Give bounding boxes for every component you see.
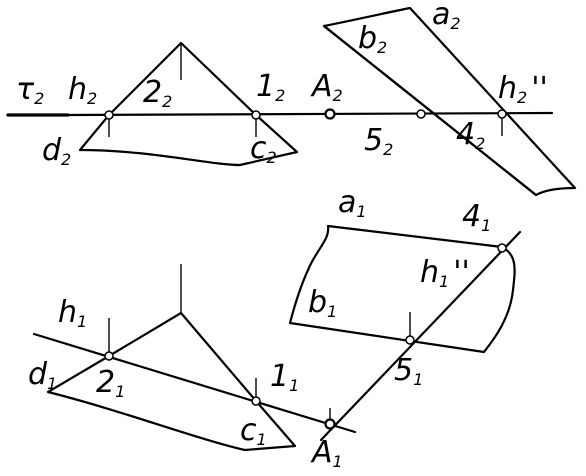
- label-a1: a1: [338, 185, 367, 221]
- point-h2pp: [497, 109, 507, 119]
- label-A2: A2: [310, 69, 343, 105]
- label-4-2: 42: [456, 117, 485, 153]
- plane-strip-outline: [322, 6, 577, 197]
- label-5-2: 52: [364, 123, 393, 159]
- point-5-1: [405, 335, 415, 345]
- point-h2: [104, 110, 114, 120]
- contour-d1-c1: [46, 354, 297, 452]
- label-h2: h2: [68, 72, 97, 108]
- h1-line: [32, 332, 357, 434]
- label-1-2: 12: [256, 69, 285, 105]
- label-a2: a2: [432, 0, 461, 33]
- label-2-2: 22: [143, 75, 172, 111]
- label-5-1: 51: [394, 353, 423, 389]
- point-1-2: [251, 110, 261, 120]
- h1pp-line: [319, 230, 522, 442]
- frontal-projection: [6, 6, 577, 197]
- point-5-2: [416, 109, 426, 119]
- point-A2: [324, 108, 336, 120]
- label-c1: c1: [240, 413, 267, 449]
- horizontal-projection: [32, 224, 522, 452]
- label-b2: b2: [358, 21, 387, 57]
- label-d2: d2: [42, 133, 71, 169]
- label-c2: c2: [250, 131, 277, 167]
- plane-line-b2: [322, 24, 538, 197]
- label-h1: h1: [58, 295, 87, 331]
- label-b1: b1: [308, 285, 337, 321]
- label-4-1: 41: [462, 199, 491, 235]
- contour-d2-c2: [78, 113, 299, 167]
- triangle-top-view: [107, 311, 258, 403]
- labels: τ2 h2 22 12 A2 b2 a2 h2'' d2 c2 52 42 a1…: [16, 0, 548, 471]
- label-tau2: τ2: [16, 72, 44, 108]
- point-1-1: [251, 396, 261, 406]
- label-h1pp: h1'': [420, 255, 470, 291]
- label-2-1: 21: [96, 365, 125, 401]
- triangle-front-view: [107, 41, 258, 117]
- point-2-1: [104, 351, 114, 361]
- label-A1: A1: [310, 435, 343, 471]
- label-h2pp: h2'': [498, 71, 548, 107]
- point-4-1: [497, 243, 507, 253]
- label-1-1: 11: [270, 359, 299, 395]
- label-d1: d1: [28, 357, 57, 393]
- point-A1: [324, 418, 336, 430]
- h2-line: [66, 111, 554, 117]
- plane-a1-b1-outline: [288, 224, 516, 354]
